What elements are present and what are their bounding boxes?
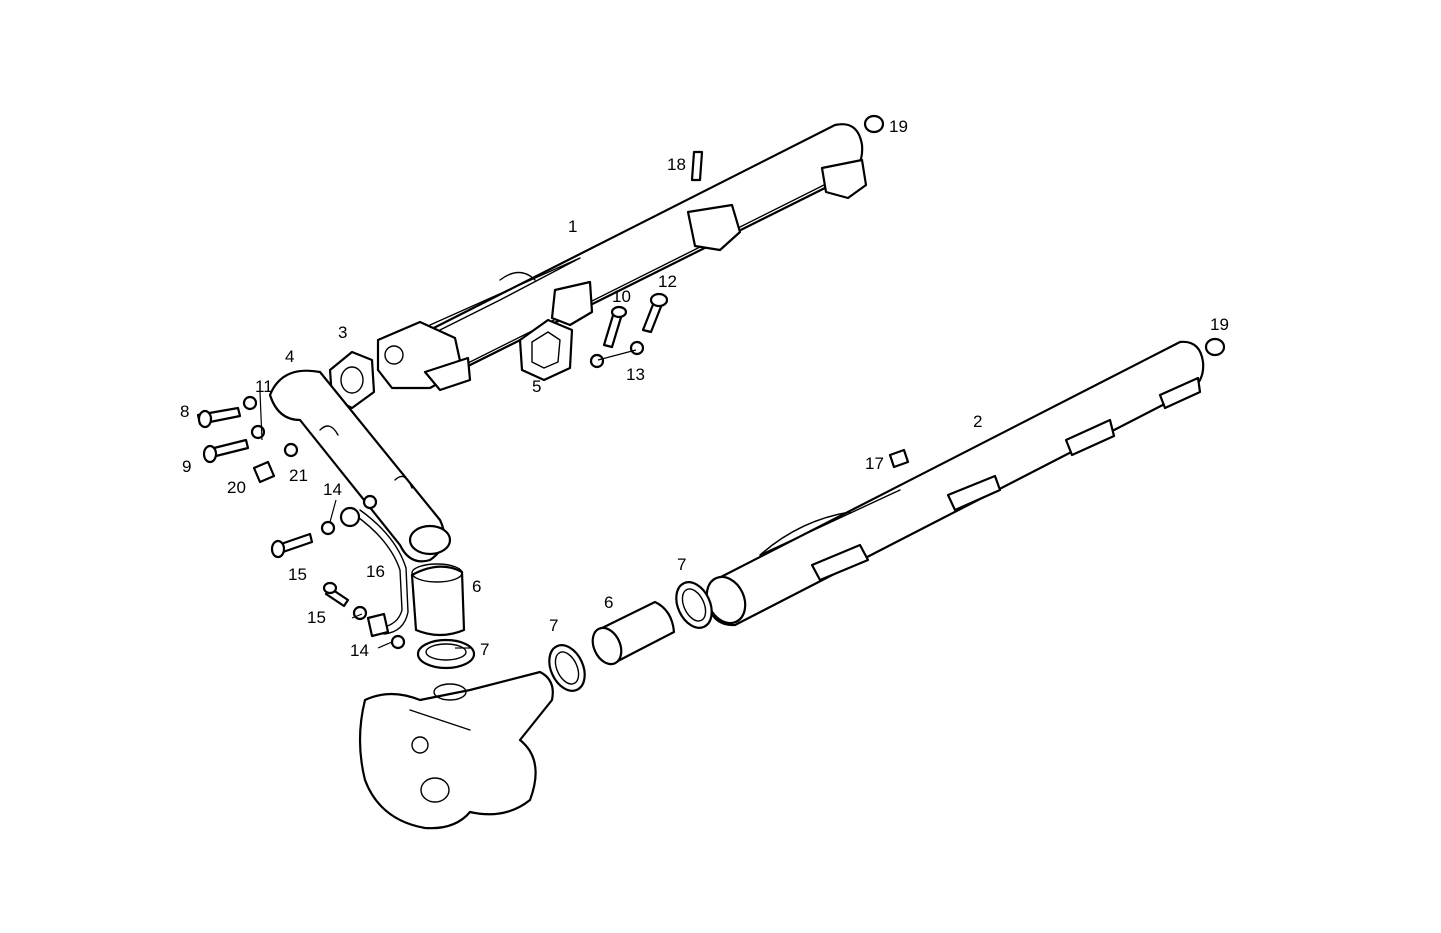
- callout-7-left: 7: [480, 640, 489, 659]
- callout-14-lower: 14: [350, 641, 369, 660]
- part-9-bolt: [202, 438, 250, 464]
- callout-4: 4: [285, 347, 294, 366]
- callout-7-right: 7: [677, 555, 686, 574]
- callout-19-upper: 19: [889, 117, 908, 136]
- callout-12: 12: [658, 272, 677, 291]
- part-10-bolt: [602, 305, 628, 349]
- callout-20: 20: [227, 478, 246, 497]
- callout-16: 16: [366, 562, 385, 581]
- part-16-bleed-pipe: [339, 506, 409, 638]
- callout-11: 11: [255, 377, 273, 396]
- callout-9: 9: [182, 457, 191, 476]
- callout-19-lower: 19: [1210, 315, 1229, 334]
- part-7-hose-clamp-left: [416, 638, 476, 670]
- part-6-hose-left: [410, 563, 466, 637]
- callout-5: 5: [532, 377, 541, 396]
- callout-18: 18: [667, 155, 686, 174]
- callout-1: 1: [568, 217, 577, 236]
- callout-14-upper: 14: [323, 480, 342, 499]
- part-4-elbow-pipe: [268, 369, 452, 563]
- callout-3: 3: [338, 323, 347, 342]
- part-5-plate-gasket: [518, 318, 574, 382]
- part-12-bolt: [641, 292, 669, 334]
- part-11-washers: [242, 395, 266, 440]
- callout-15-lower: 15: [307, 608, 326, 627]
- part-7-hose-clamp-center: [548, 644, 586, 692]
- part-15-banjo-bolt-upper: [270, 532, 314, 559]
- callout-6-center: 6: [604, 593, 613, 612]
- callout-8: 8: [180, 402, 189, 421]
- part-1-upper-manifold-pipe: [376, 123, 868, 392]
- callout-labels: 1 2 3 4 5 6 6 7 7 7 8 9 10 11 12 13 14 1…: [180, 117, 1229, 660]
- callout-21: 21: [289, 466, 308, 485]
- part-18-stud: [690, 150, 704, 182]
- part-19-cap-upper: [863, 114, 885, 134]
- part-15-banjo-bolt-lower: [322, 581, 350, 608]
- part-21-washer: [283, 442, 299, 458]
- part-20-plug: [252, 460, 276, 484]
- part-19-cap-lower: [1204, 337, 1226, 357]
- part-17-plug: [888, 448, 910, 469]
- callout-10: 10: [612, 287, 631, 306]
- callout-6-left: 6: [472, 577, 481, 596]
- leader-lines: [259, 349, 637, 649]
- callout-7-center: 7: [549, 616, 558, 635]
- callout-17: 17: [865, 454, 884, 473]
- water-pump-housing: [358, 670, 554, 830]
- callout-2: 2: [973, 412, 982, 431]
- part-2-lower-manifold-pipe: [705, 340, 1205, 627]
- part-7-hose-clamp-right: [675, 581, 713, 629]
- callout-13: 13: [626, 365, 645, 384]
- part-8-bolt: [196, 406, 242, 429]
- callout-15-upper: 15: [288, 565, 307, 584]
- part-6-hose-center: [591, 600, 676, 666]
